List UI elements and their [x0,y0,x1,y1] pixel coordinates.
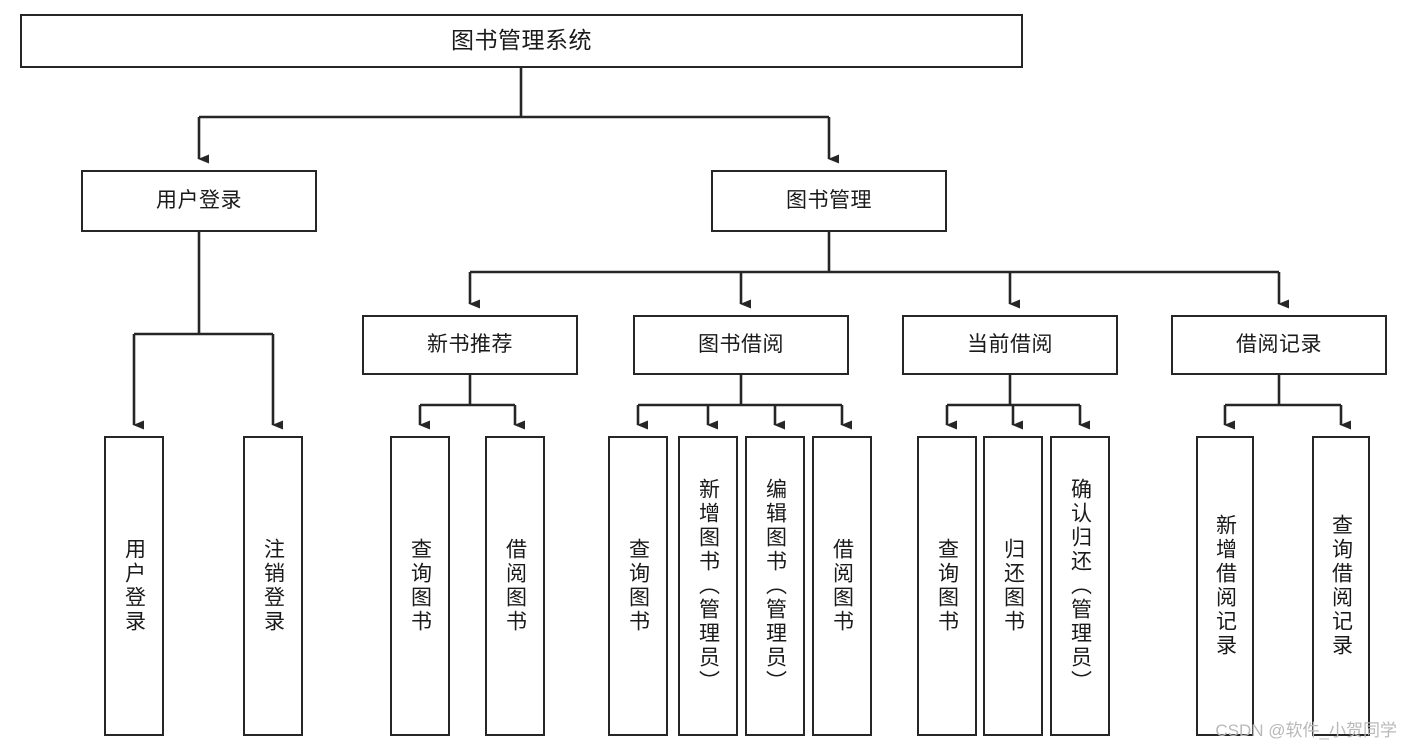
node-label: 查询图书 [935,538,959,634]
watermark: CSDN @软件_小贺同学 [1215,721,1397,740]
node-label: 归还图书 [1001,538,1025,634]
node-root[interactable]: 图书管理系统 [20,14,1023,68]
node-label: 借阅图书 [830,538,854,634]
node-leaf-borrow-book-2[interactable]: 借阅图书 [812,436,872,736]
node-label: 借阅记录 [1236,333,1322,357]
node-label: 用户登录 [156,189,242,213]
node-leaf-confirm-return[interactable]: 确认归还（管理员） [1050,436,1110,736]
node-leaf-add-record[interactable]: 新增借阅记录 [1196,436,1254,736]
node-leaf-borrow-book-1[interactable]: 借阅图书 [485,436,545,736]
node-label: 用户登录 [122,538,146,634]
node-borrow-record[interactable]: 借阅记录 [1171,315,1387,375]
node-label: 新书推荐 [427,333,513,357]
node-book-admin[interactable]: 图书管理 [711,170,947,232]
node-label: 当前借阅 [967,333,1053,357]
node-leaf-query-record[interactable]: 查询借阅记录 [1312,436,1370,736]
node-leaf-user-login[interactable]: 用户登录 [104,436,164,736]
node-label: 图书借阅 [698,333,784,357]
node-leaf-edit-book[interactable]: 编辑图书（管理员） [745,436,805,736]
node-current-borrow[interactable]: 当前借阅 [902,315,1118,375]
node-label: 确认归还（管理员） [1068,478,1092,694]
node-leaf-return-book[interactable]: 归还图书 [983,436,1043,736]
node-label: 查询图书 [626,538,650,634]
node-label: 新增借阅记录 [1213,514,1237,658]
node-label: 查询图书 [408,538,432,634]
node-label: 注销登录 [261,538,285,634]
node-label: 新增图书（管理员） [696,478,720,694]
node-leaf-query-book-1[interactable]: 查询图书 [390,436,450,736]
node-book-borrow[interactable]: 图书借阅 [633,315,849,375]
node-leaf-query-book-2[interactable]: 查询图书 [608,436,668,736]
node-label: 借阅图书 [503,538,527,634]
node-label: 查询借阅记录 [1329,514,1353,658]
node-label: 图书管理系统 [451,27,592,54]
node-leaf-query-book-3[interactable]: 查询图书 [917,436,977,736]
node-leaf-add-book[interactable]: 新增图书（管理员） [678,436,738,736]
node-new-book-rec[interactable]: 新书推荐 [362,315,578,375]
node-leaf-logout[interactable]: 注销登录 [243,436,303,736]
node-label: 图书管理 [786,189,872,213]
node-label: 编辑图书（管理员） [763,478,787,694]
node-user-login[interactable]: 用户登录 [81,170,317,232]
